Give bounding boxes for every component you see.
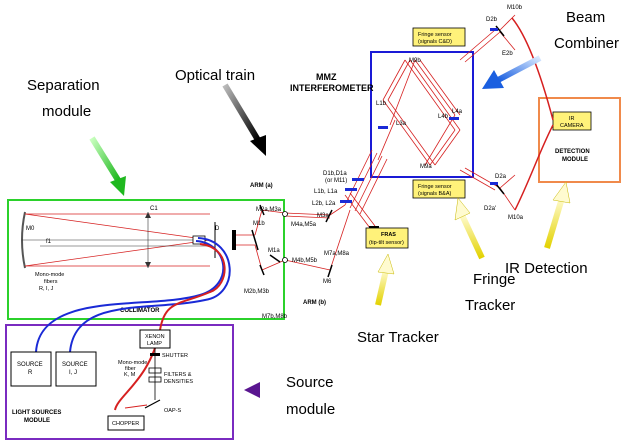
xenon-l1: XENON [145,334,165,340]
callout-optical-train: Optical train [175,67,255,84]
beamsplitters [340,28,498,203]
fringe-sensor-bottom-box [412,179,466,199]
source-r-l1: SOURCE [17,362,43,368]
l4b-label: L4b [438,114,449,120]
collimator-optics [21,211,236,269]
fiber-km [114,243,226,411]
light-sources-box [5,324,234,440]
source-r-l2: R [28,370,33,376]
l3a-label: L3a [396,121,407,127]
separation-arrow [89,136,126,196]
m9a-label: M9a [420,164,432,170]
fsb-l1: Fringe sensor [418,184,452,190]
filters-l1: FILTERS & [164,372,192,378]
fst-l1: Fringe sensor [418,32,452,38]
chopper-label: CHOPPER [112,421,139,427]
callout-fringe-l2: Tracker [465,297,515,314]
callout-beam-l1: Beam [566,9,605,26]
filters-l2: DENSITIES [164,379,193,385]
optical-train-arrow [222,83,266,156]
l1-label: L1b, L1a [314,189,338,195]
d-label: D [215,226,220,232]
oap-label: OAP-S [164,408,181,414]
l4a-label: L4a [452,109,463,115]
mmz-l1: MMZ [316,72,337,82]
beam-combiner-arrow [482,55,542,89]
m10b-label: M10b [507,5,523,11]
fibers-collimator-l1: Mono-mode [35,272,64,278]
m4a-m5a-label: M4a,M5a [291,222,317,228]
fibers-source-l1: Mono-mode [118,360,147,366]
m0-label: M0 [26,226,35,232]
l2-label: L2b, L2a [312,201,336,207]
callout-source-l1: Source [286,374,334,391]
c1-label: C1 [150,206,158,212]
fringe-sensor-top-box [412,27,466,47]
m7a-m8a-label: M7a,M8a [324,251,350,257]
ir-camera-l1: IR [569,116,575,122]
arm-a-label: ARM (a) [250,183,273,189]
m2a-m3a-label: M2a,M3a [256,207,282,213]
fst-l2: (signals C&D) [418,39,452,45]
fras-l1: FRAS [381,232,396,238]
ir-camera-box [552,111,592,131]
d2b-label: D2b [486,17,498,23]
star-tracker-arrow [375,253,395,306]
source-ij-box [55,351,97,387]
m6-label: M6 [323,279,332,285]
xenon-l2: LAMP [147,341,162,347]
detection-l1: DETECTION [555,149,590,155]
d1-l1: D1b,D1a [323,171,347,177]
mmz-box [370,51,474,178]
fibers-source-l2: fiber [125,366,136,372]
d1-l2: (or M11) [325,178,347,184]
callout-fringe-l1: Fringe [473,271,516,288]
m2b-m3b-label: M2b,M3b [244,289,270,295]
l1b-inner-label: L1b [376,101,387,107]
ir-camera-l2: CAMERA [560,123,584,129]
fiber-r [35,240,225,353]
fibers-collimator-l3: R, I, J [39,286,54,292]
source-ij-l2: I, J [69,370,77,376]
d2a2-label: D2a' [484,206,496,212]
callout-star-tracker: Star Tracker [357,329,439,346]
collimator-label: COLLIMATOR [120,308,160,314]
callout-separation-l2: module [42,103,91,120]
m7b-m8b-label: M7b,M8b [262,314,288,320]
m1b-label: M1b [253,221,265,227]
arm-b-label: ARM (b) [303,300,326,306]
fiber-ij [69,237,231,353]
m10a-label: M10a [508,215,524,221]
fringe-tracker-arrow [454,197,485,260]
source-ij-l1: SOURCE [62,362,88,368]
chopper-box [107,415,145,431]
f1-label: f1 [46,239,52,245]
callout-ir-detection: IR Detection [505,260,588,277]
callout-beam-l2: Combiner [554,35,619,52]
fibers-source-l3: K, M [124,372,136,378]
fras-l2: (tip-tilt sensor) [369,240,404,246]
m1a-label: M1a [268,248,280,254]
mmz-l2: INTERFEROMETER [290,83,374,93]
light-sources-l1: LIGHT SOURCES [12,410,61,416]
e2b-label: E2b [502,51,513,57]
m3a-label: M3a [317,213,329,219]
m9b-label: M9b [409,58,421,64]
fsb-l2: (signals B&A) [418,191,451,197]
callout-separation-l1: Separation [27,77,100,94]
optical-train-mirrors [251,25,505,278]
shutter-label: SHUTTER [162,353,188,359]
light-sources-l2: MODULE [24,418,50,424]
source-r-box [10,351,52,387]
detection-l2: MODULE [562,157,588,163]
d2a-label: D2a [495,174,507,180]
source-module-arrow [244,382,275,398]
fras-box [365,227,409,249]
callout-source-l2: module [286,401,335,418]
ir-detection-arrow [544,181,571,249]
m4b-m5b-label: M4b,M5b [292,258,318,264]
fibers-collimator-l2: fibers [44,279,58,285]
detection-module-box [538,97,621,183]
